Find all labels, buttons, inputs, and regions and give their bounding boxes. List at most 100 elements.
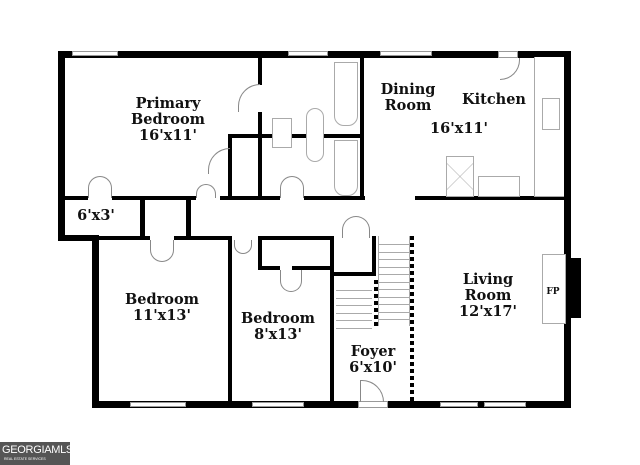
room-name: Bedroom xyxy=(125,291,199,308)
stair-tread xyxy=(378,274,410,275)
wall xyxy=(92,235,99,408)
stair-tread xyxy=(378,281,410,283)
door[interactable] xyxy=(280,270,302,292)
wall xyxy=(258,266,280,270)
wall xyxy=(292,266,332,270)
room-label-bedroom-1: Bedroom 11'x13' xyxy=(125,292,199,324)
wall xyxy=(258,236,262,270)
toilet xyxy=(306,108,324,162)
wall xyxy=(112,196,196,200)
bathtub xyxy=(334,140,358,196)
room-label-dining-room: Dining Room xyxy=(381,82,436,114)
door[interactable] xyxy=(280,176,304,198)
fireplace xyxy=(542,254,566,324)
sink xyxy=(272,118,292,148)
room-size-kitchen: 16'x11' xyxy=(430,120,488,137)
wall xyxy=(360,57,364,198)
georgia-mls-logo: GEORGIAMLS REAL ESTATE SERVICES xyxy=(0,442,73,465)
room-label-primary-bedroom: Primary Bedroom 16'x11' xyxy=(131,96,205,144)
door[interactable] xyxy=(234,240,252,254)
room-label-bedroom-2: Bedroom 8'x13' xyxy=(241,311,315,343)
stove xyxy=(478,176,520,197)
bathtub xyxy=(334,62,358,126)
stair-tread xyxy=(378,319,410,320)
wall xyxy=(415,196,565,200)
door[interactable] xyxy=(88,176,112,198)
wall xyxy=(98,236,150,240)
room-name: Room xyxy=(464,287,512,304)
room-size: 11'x13' xyxy=(133,307,191,324)
room-name: Bedroom xyxy=(131,111,205,128)
room-name: Foyer xyxy=(350,343,396,360)
wall xyxy=(330,272,376,276)
railing xyxy=(410,236,414,402)
wall xyxy=(220,196,280,200)
wall xyxy=(64,196,88,200)
window xyxy=(72,51,118,56)
stair-tread xyxy=(336,297,372,299)
door[interactable] xyxy=(150,240,174,262)
door[interactable] xyxy=(208,148,230,174)
room-label-foyer: Foyer 6'x10' xyxy=(349,344,397,376)
wall xyxy=(372,236,376,276)
stair-tread xyxy=(378,259,410,260)
wall xyxy=(174,236,232,240)
wall xyxy=(330,236,334,404)
window xyxy=(440,402,478,407)
wall xyxy=(304,196,365,200)
wall xyxy=(258,112,262,198)
wall xyxy=(186,198,191,240)
room-size: 8'x13' xyxy=(254,326,302,343)
wall xyxy=(258,57,262,85)
window xyxy=(252,402,304,407)
stair-tread xyxy=(378,296,410,298)
front-door-opening xyxy=(358,401,388,408)
wall xyxy=(228,134,362,138)
stair-tread xyxy=(378,244,410,245)
logo-name: GEORGIAMLS xyxy=(2,444,73,456)
stair-tread xyxy=(378,266,410,268)
refrigerator xyxy=(446,156,474,197)
window xyxy=(498,51,518,58)
wall xyxy=(258,236,334,240)
room-size: 16'x11' xyxy=(139,127,197,144)
door[interactable] xyxy=(238,84,260,112)
room-name: Bedroom xyxy=(241,310,315,327)
door[interactable] xyxy=(342,216,370,238)
room-label-living-room: Living Room 12'x17' xyxy=(459,272,517,320)
room-name: Dining xyxy=(380,81,436,98)
stair-tread xyxy=(378,311,410,313)
kitchen-sink xyxy=(542,98,560,130)
wall xyxy=(228,236,232,404)
wall xyxy=(140,198,145,240)
room-name: Living xyxy=(462,271,514,288)
window xyxy=(380,51,432,56)
door[interactable] xyxy=(196,184,216,198)
wall xyxy=(228,134,232,198)
room-name: Room xyxy=(384,97,432,114)
front-door[interactable] xyxy=(360,380,384,402)
fireplace-chimney xyxy=(564,258,581,318)
room-size-closet: 6'x3' xyxy=(77,207,115,224)
wall xyxy=(58,51,65,241)
wall xyxy=(564,51,571,408)
door[interactable] xyxy=(500,58,520,80)
window xyxy=(288,51,328,56)
stair-tread xyxy=(336,320,372,321)
stair-tread xyxy=(378,251,410,253)
wall xyxy=(58,235,98,241)
wall xyxy=(92,401,571,408)
room-label-kitchen: Kitchen xyxy=(462,91,526,108)
fireplace-label: FP xyxy=(546,287,560,297)
railing xyxy=(374,280,378,328)
stair-tread xyxy=(336,290,372,291)
window xyxy=(484,402,526,407)
logo-tagline: REAL ESTATE SERVICES xyxy=(4,457,46,461)
stair-tread xyxy=(336,312,372,314)
room-name: Primary xyxy=(135,95,201,112)
room-size: 12'x17' xyxy=(459,303,517,320)
staircase xyxy=(378,236,410,326)
window xyxy=(130,402,186,407)
stair-tread xyxy=(336,305,372,306)
